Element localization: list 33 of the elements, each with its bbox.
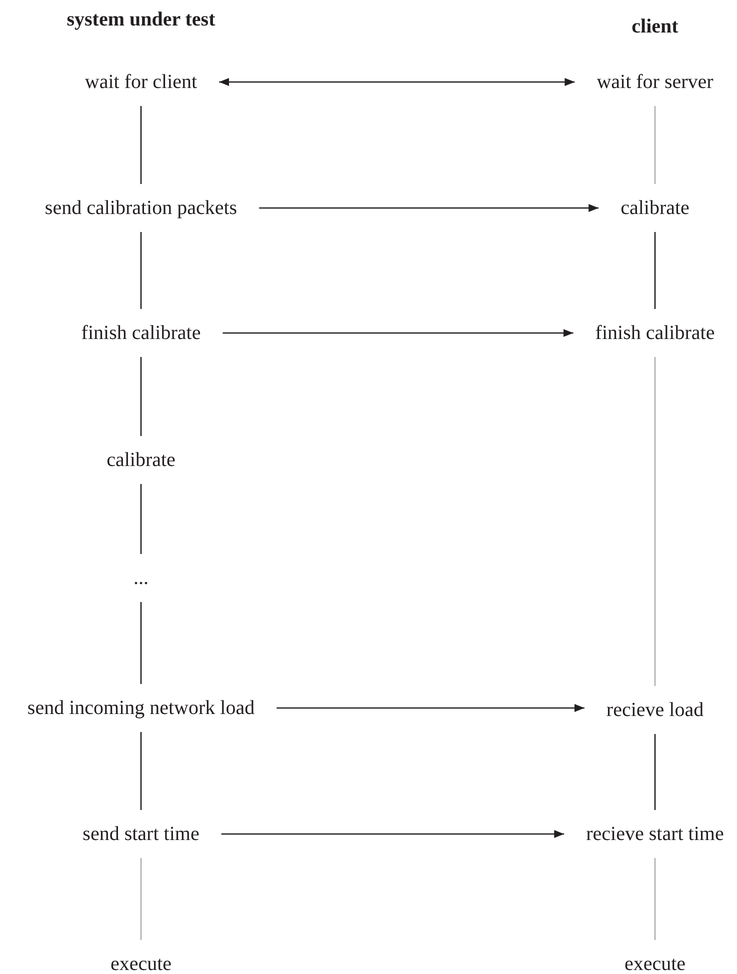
connector-line [140,106,142,184]
connector-line [140,232,142,309]
arrow [259,204,599,212]
step-text: ... [134,566,148,590]
arrow [221,830,564,838]
step-text: send calibration packets [44,196,238,220]
step-text: recieve load [606,698,704,722]
connector-line [654,357,656,686]
arrow [219,78,575,86]
step-text: send incoming network load [27,696,255,720]
step-text: wait for client [84,70,198,94]
connector-line [140,732,142,810]
connector-line [654,106,656,184]
step-text: finish calibrate [595,321,715,345]
connector-line [140,357,142,436]
connector-line [654,232,656,309]
connector-line [654,858,656,940]
connector-line [140,484,142,554]
arrow [276,704,584,712]
step-text: calibrate [620,196,690,220]
step-text: finish calibrate [81,321,201,345]
step-text: send start time [82,822,200,846]
step-text: wait for server [596,70,714,94]
step-text: execute [624,952,686,974]
step-text: calibrate [106,448,176,472]
column-heading: system under test [66,8,216,32]
arrow [222,329,574,337]
connector-line [140,858,142,940]
connector-line [140,602,142,684]
step-text: execute [110,952,172,974]
step-text: recieve start time [586,822,724,846]
connector-line [654,734,656,810]
column-heading: client [632,16,678,38]
